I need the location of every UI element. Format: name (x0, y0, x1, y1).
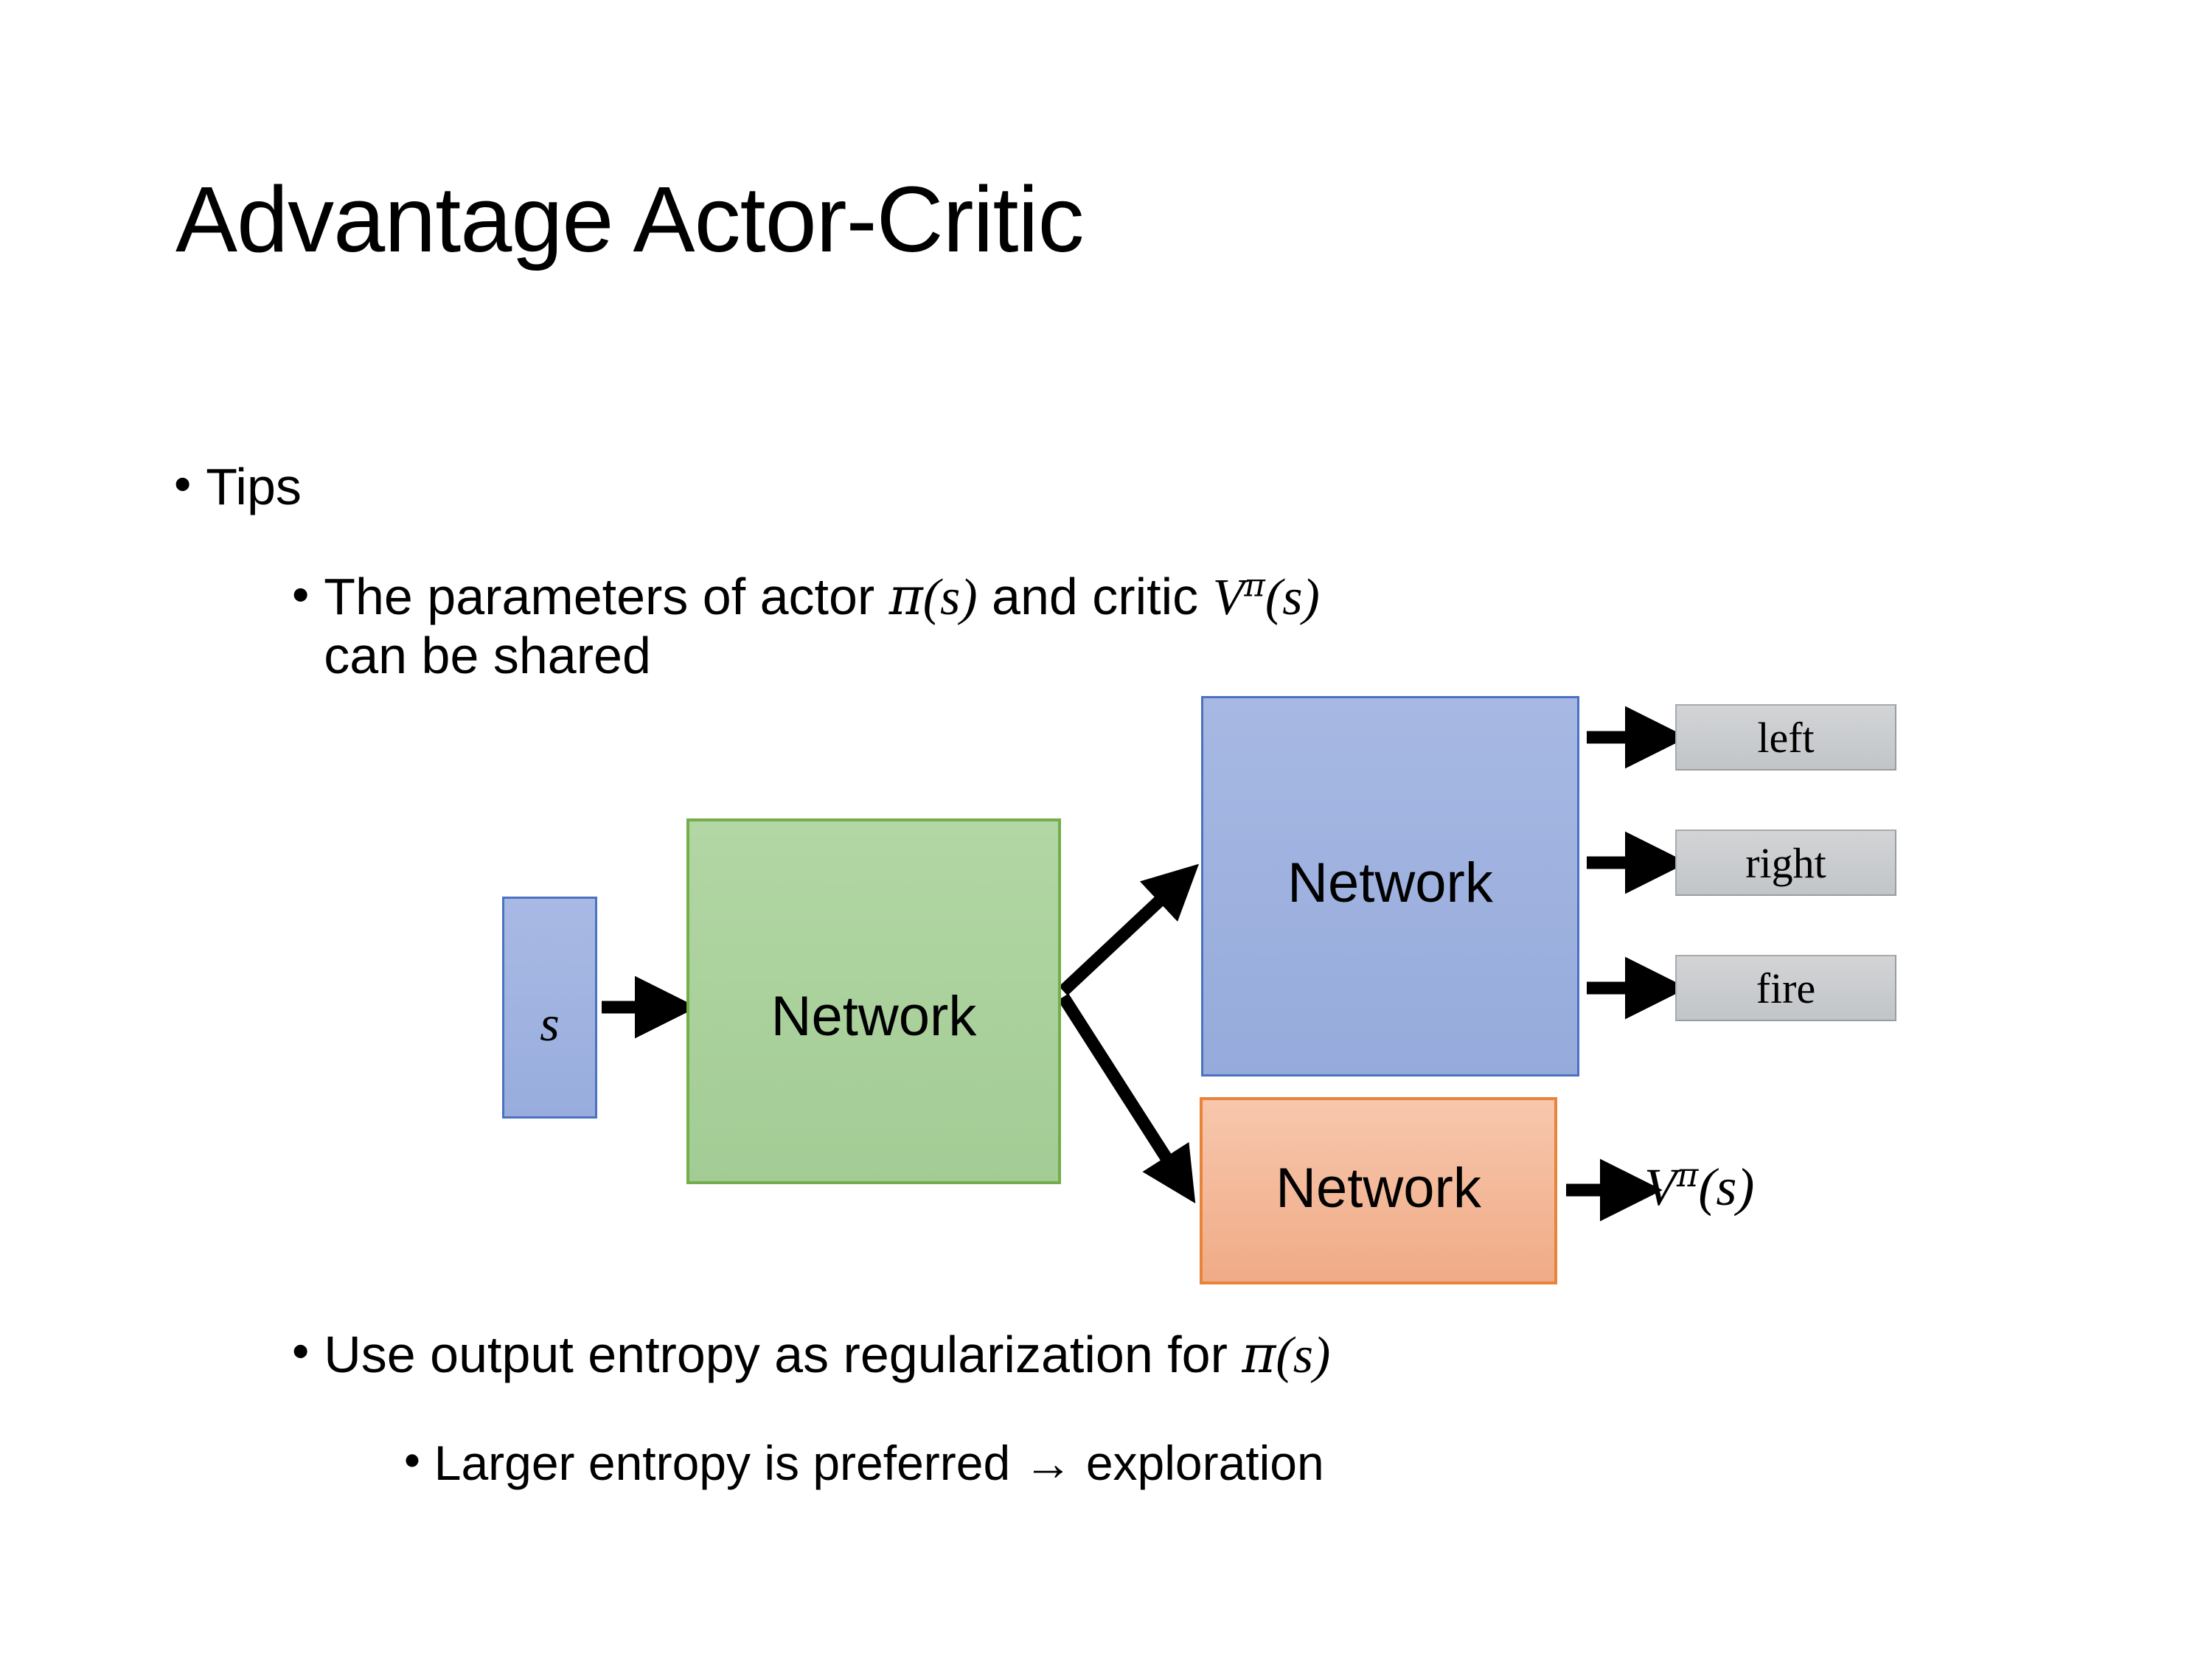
page-title: Advantage Actor-Critic (175, 167, 1085, 271)
bullet-tips-label: Tips (206, 458, 302, 515)
action-box-left[interactable]: left (1675, 704, 1896, 771)
action-label-right: right (1745, 838, 1826, 887)
critic-network-label: Network (1276, 1156, 1481, 1220)
bullet-marker-icon: • (292, 567, 310, 622)
bullet-tips: • Tips (174, 457, 302, 516)
math-paren-open: ( (922, 569, 941, 626)
math-v-state-variable: s (1282, 569, 1303, 626)
value-superscript-pi: π (1676, 1156, 1699, 1194)
math-v-paren-close: ) (1302, 569, 1320, 626)
value-v-symbol: V (1644, 1158, 1677, 1217)
arrow-shared-to-actor (1059, 863, 1200, 996)
math-v-superscript-pi: π (1244, 567, 1265, 605)
math-paren-close: ) (960, 569, 978, 626)
bullet-marker-icon: • (404, 1434, 420, 1486)
text-segment-after: can be shared (324, 627, 651, 685)
value-function-output: Vπ(s) (1644, 1156, 1754, 1218)
input-state-label: s (540, 995, 560, 1051)
text-segment-entropy: Use output entropy as regularization for (324, 1326, 1242, 1383)
input-state-node[interactable]: s (502, 897, 597, 1119)
math-state-variable: s (940, 569, 961, 626)
math-paren-open: ( (1276, 1327, 1293, 1384)
math-state-variable: s (1293, 1327, 1313, 1384)
bullet-shared-parameters: • The parameters of actor π(s) and criti… (292, 568, 1320, 685)
bullet-marker-icon: • (174, 456, 192, 512)
shared-network-label: Network (771, 984, 977, 1048)
value-state-variable: s (1716, 1158, 1737, 1217)
bullet-entropy-label: Use output entropy as regularization for… (324, 1324, 1330, 1385)
text-segment-before-pi: The parameters of actor (324, 568, 889, 625)
bullet-entropy-regularization: • Use output entropy as regularization f… (292, 1324, 1330, 1385)
shared-network-node[interactable]: Network (686, 818, 1061, 1184)
action-box-right[interactable]: right (1675, 830, 1896, 896)
value-paren-open: ( (1698, 1158, 1717, 1217)
bullet-larger-entropy: • Larger entropy is preferred → explorat… (404, 1435, 1324, 1491)
math-pi-symbol: π (1242, 1324, 1276, 1385)
math-v-paren-open: ( (1265, 569, 1283, 626)
text-segment-middle: and critic (977, 568, 1213, 625)
critic-network-node[interactable]: Network (1200, 1097, 1557, 1284)
math-pi-symbol: π (888, 566, 923, 627)
value-paren-close: ) (1736, 1158, 1755, 1217)
arrow-shared-to-critic (1057, 993, 1196, 1204)
bullet-shared-parameters-label: The parameters of actor π(s) and critic … (324, 568, 1320, 685)
action-label-left: left (1757, 713, 1815, 762)
bullet-larger-entropy-label: Larger entropy is preferred → exploratio… (434, 1436, 1324, 1490)
action-box-fire[interactable]: fire (1675, 955, 1896, 1021)
action-label-fire: fire (1756, 964, 1816, 1012)
math-v-symbol: V (1212, 569, 1245, 626)
actor-network-label: Network (1287, 851, 1493, 914)
actor-network-node[interactable]: Network (1201, 696, 1579, 1077)
bullet-marker-icon: • (292, 1324, 310, 1379)
math-paren-close: ) (1312, 1327, 1331, 1384)
